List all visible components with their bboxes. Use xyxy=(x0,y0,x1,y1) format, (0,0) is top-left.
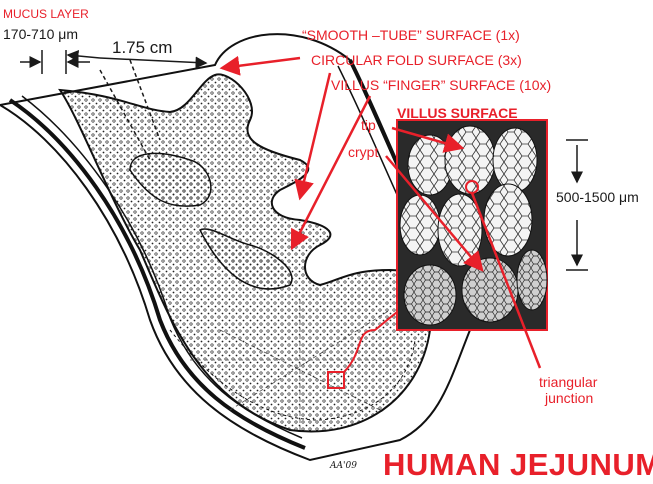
mucus-layer-label: MUCUS LAYER xyxy=(3,8,89,20)
villus-surface-title: VILLUS SURFACE xyxy=(397,106,518,120)
villus-micrograph xyxy=(397,120,547,330)
circular-fold-label: CIRCULAR FOLD SURFACE (3x) xyxy=(311,53,522,67)
tip-label: tip xyxy=(361,118,376,132)
triangular-junction-label-2: junction xyxy=(545,391,593,405)
main-title: HUMAN JEJUNUM xyxy=(383,449,653,480)
villus-finger-label: VILLUS “FINGER” SURFACE (10x) xyxy=(331,78,551,92)
villus-height-label: 500-1500 μm xyxy=(556,190,639,204)
smooth-tube-label: “SMOOTH –TUBE” SURFACE (1x) xyxy=(302,28,520,42)
triangular-junction-label: triangular xyxy=(539,375,597,389)
crypt-label: crypt xyxy=(348,145,378,159)
diameter-label: 1.75 cm xyxy=(112,39,172,56)
artist-signature: AA'09 xyxy=(330,462,357,471)
mucus-thickness-label: 170-710 μm xyxy=(3,27,78,41)
